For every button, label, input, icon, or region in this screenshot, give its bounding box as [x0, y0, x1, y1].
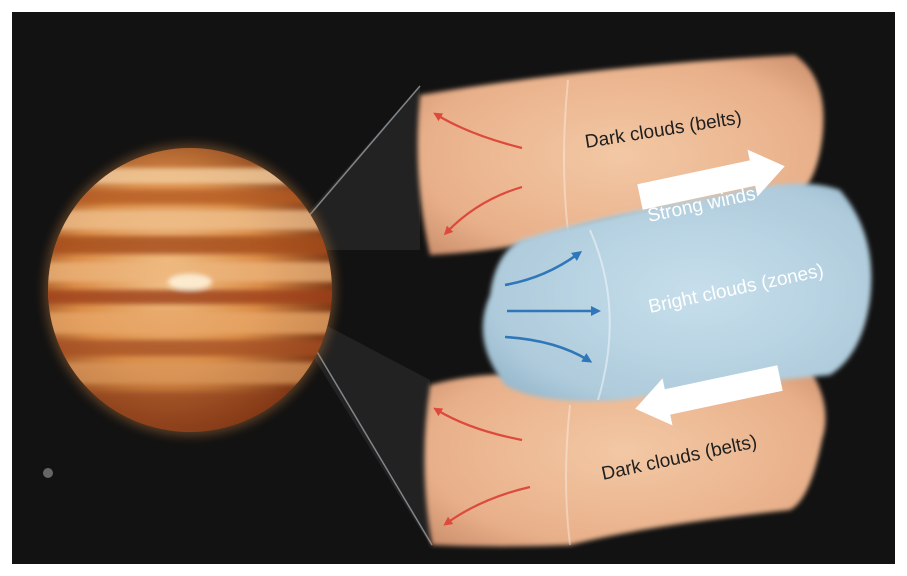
lower-wind-arrow — [635, 365, 783, 426]
zone-block — [482, 183, 872, 401]
jupiter-planet — [44, 144, 336, 436]
curved-blue-arrow — [504, 335, 593, 363]
moon-dot — [43, 468, 53, 478]
upper-wind-arrow — [637, 149, 785, 210]
upper-belt-block — [417, 55, 824, 255]
curved-red-arrow — [443, 185, 523, 236]
curved-red-arrow — [443, 485, 531, 526]
curved-blue-arrow — [504, 251, 583, 287]
curved-red-arrow — [433, 112, 523, 150]
curved-red-arrow — [433, 407, 523, 442]
